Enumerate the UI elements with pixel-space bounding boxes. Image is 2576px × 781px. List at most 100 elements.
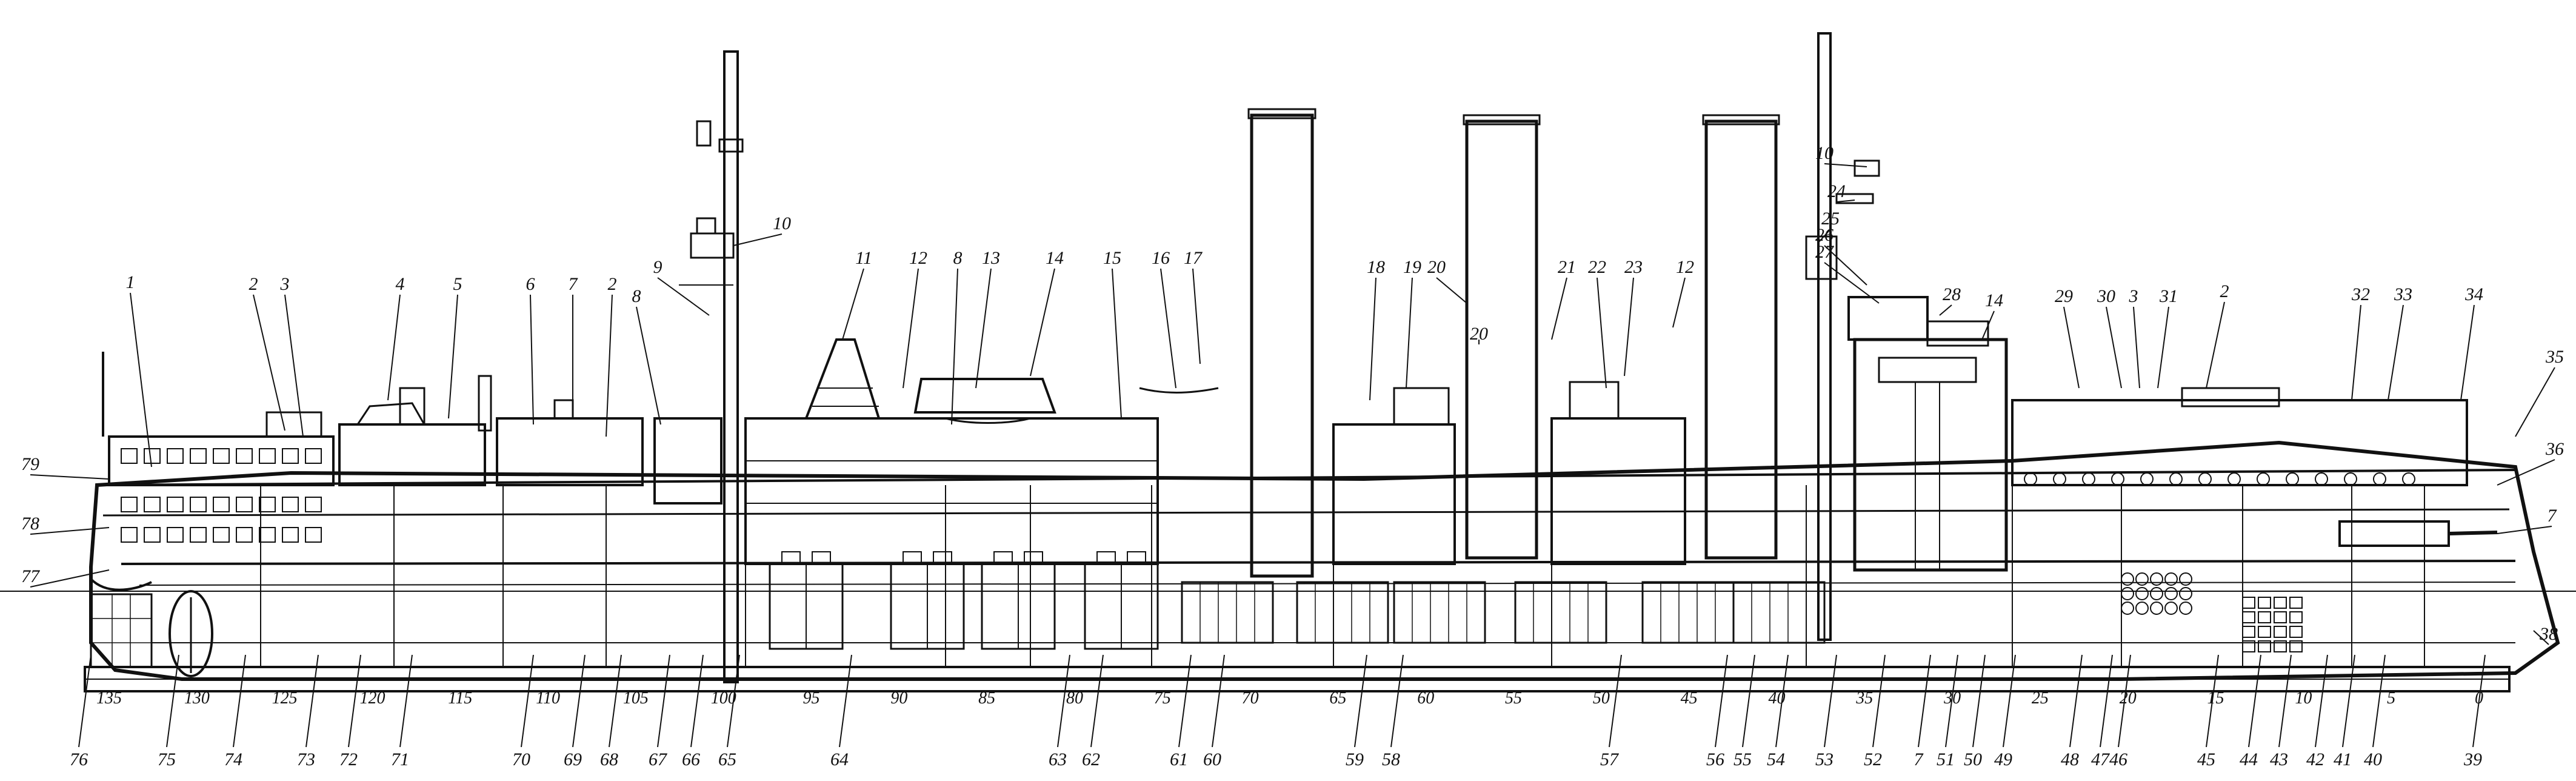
callout-label: 11	[855, 248, 872, 268]
bottom-callout-55: 55	[1733, 654, 1755, 769]
frame-number: 45	[1681, 689, 1698, 708]
callout-label: 30	[2097, 286, 2115, 306]
callout-c38: 38	[2533, 624, 2558, 645]
callout-c2c: 2	[2206, 281, 2229, 389]
bottom-callout-68: 68	[600, 654, 622, 769]
leader-line	[2515, 367, 2555, 437]
midship-superstructure	[744, 338, 1219, 565]
leader-line	[1406, 277, 1413, 389]
bottom-label: 44	[2240, 749, 2258, 769]
bottom-label: 70	[512, 749, 530, 769]
leader-line	[1354, 654, 1367, 748]
callout-label: 31	[2159, 286, 2178, 306]
callout-c28: 28	[1939, 284, 1961, 316]
leader-line	[387, 294, 401, 401]
callout-c31: 31	[2157, 286, 2178, 389]
callout-c34: 34	[2460, 284, 2483, 401]
leader-line	[727, 654, 740, 748]
leader-line	[2278, 654, 2292, 748]
leader-line	[2351, 304, 2361, 401]
bottom-callout-54: 54	[1767, 654, 1789, 769]
callout-label: 2	[608, 274, 617, 294]
callout-c11: 11	[842, 248, 872, 340]
leader-line	[606, 294, 613, 437]
leader-line	[1918, 654, 1931, 748]
bottom-callout-59: 59	[1346, 654, 1367, 769]
leader-line	[2100, 654, 2113, 748]
callout-label: 16	[1152, 248, 1170, 268]
decks	[96, 469, 2516, 643]
frame-number: 80	[1066, 689, 1083, 708]
frame-number: 85	[978, 689, 995, 708]
leader-line	[1057, 654, 1070, 748]
bottom-callout-49: 49	[1994, 654, 2016, 769]
callout-label: 7	[2548, 506, 2558, 526]
callout-label: 1	[126, 272, 135, 292]
leader-line	[399, 654, 413, 748]
callout-c24: 24	[1827, 181, 1855, 203]
callout-label: 36	[2545, 439, 2564, 459]
bottom-label: 54	[1767, 749, 1785, 769]
leader-line	[2497, 526, 2552, 534]
bottom-callout-64: 64	[830, 654, 852, 769]
callout-c10b: 10	[1815, 143, 1867, 167]
leader-line	[2533, 630, 2549, 645]
callout-label: 29	[2055, 286, 2073, 306]
bottom-callout-62: 62	[1082, 654, 1104, 769]
callout-label: 19	[1403, 257, 1421, 277]
callout-label: 5	[453, 274, 462, 294]
callout-c20a: 20	[1427, 257, 1467, 304]
bottom-callout-52: 52	[1864, 654, 1886, 769]
callout-c1: 1	[126, 272, 152, 468]
callout-c79: 79	[21, 454, 110, 480]
frame-number: 10	[2295, 689, 2312, 708]
frame-number: 35	[1855, 689, 1873, 708]
forward-superstructure	[2011, 387, 2498, 547]
bottom-callout-56: 56	[1706, 654, 1728, 769]
frame-number: 125	[272, 689, 298, 708]
leader-line	[2472, 654, 2486, 748]
bottom-callout-7: 7	[1914, 654, 1931, 769]
callout-c2a: 2	[249, 274, 285, 431]
callout-label: 7	[569, 274, 579, 294]
callout-label: 12	[909, 248, 927, 268]
leader-line	[284, 294, 304, 437]
leader-line	[2460, 304, 2475, 401]
bottom-callout-58: 58	[1382, 654, 1404, 769]
leader-line	[521, 654, 534, 748]
forward-portholes	[2024, 472, 2415, 486]
leader-line	[2069, 654, 2083, 748]
bottom-label: 7	[1914, 749, 1924, 769]
leader-line	[657, 277, 710, 316]
callout-c26: 26	[1815, 225, 1867, 286]
callout-c7b: 7	[2497, 506, 2558, 534]
bottom-label: 71	[391, 749, 409, 769]
callout-c22: 22	[1588, 257, 1607, 389]
frame-number: 90	[890, 689, 907, 708]
leader-line	[1030, 268, 1055, 377]
bottom-callout-51: 51	[1937, 654, 1958, 769]
leader-line	[2063, 306, 2080, 389]
leader-line	[1369, 277, 1376, 401]
leader-line	[30, 527, 110, 535]
callout-c25: 25	[1818, 209, 1840, 243]
bottom-callout-42: 42	[2306, 654, 2328, 769]
callout-c20b: 20	[1470, 324, 1488, 344]
leader-line	[951, 268, 958, 425]
frame-number: 5	[2387, 689, 2395, 708]
bottom-label: 66	[682, 749, 700, 769]
leader-line	[1192, 268, 1201, 364]
leader-line	[130, 292, 152, 468]
bottom-callout-53: 53	[1815, 654, 1837, 769]
callout-label: 13	[982, 248, 1000, 268]
bottom-label: 45	[2197, 749, 2215, 769]
frame-number: 70	[1242, 689, 1259, 708]
bottom-label: 41	[2334, 749, 2352, 769]
hull-outline	[89, 440, 2560, 681]
frame-number: 25	[2032, 689, 2049, 708]
bottom-label: 57	[1600, 749, 1620, 769]
fore-mast	[1805, 32, 1880, 641]
callout-c35: 35	[2515, 347, 2564, 437]
